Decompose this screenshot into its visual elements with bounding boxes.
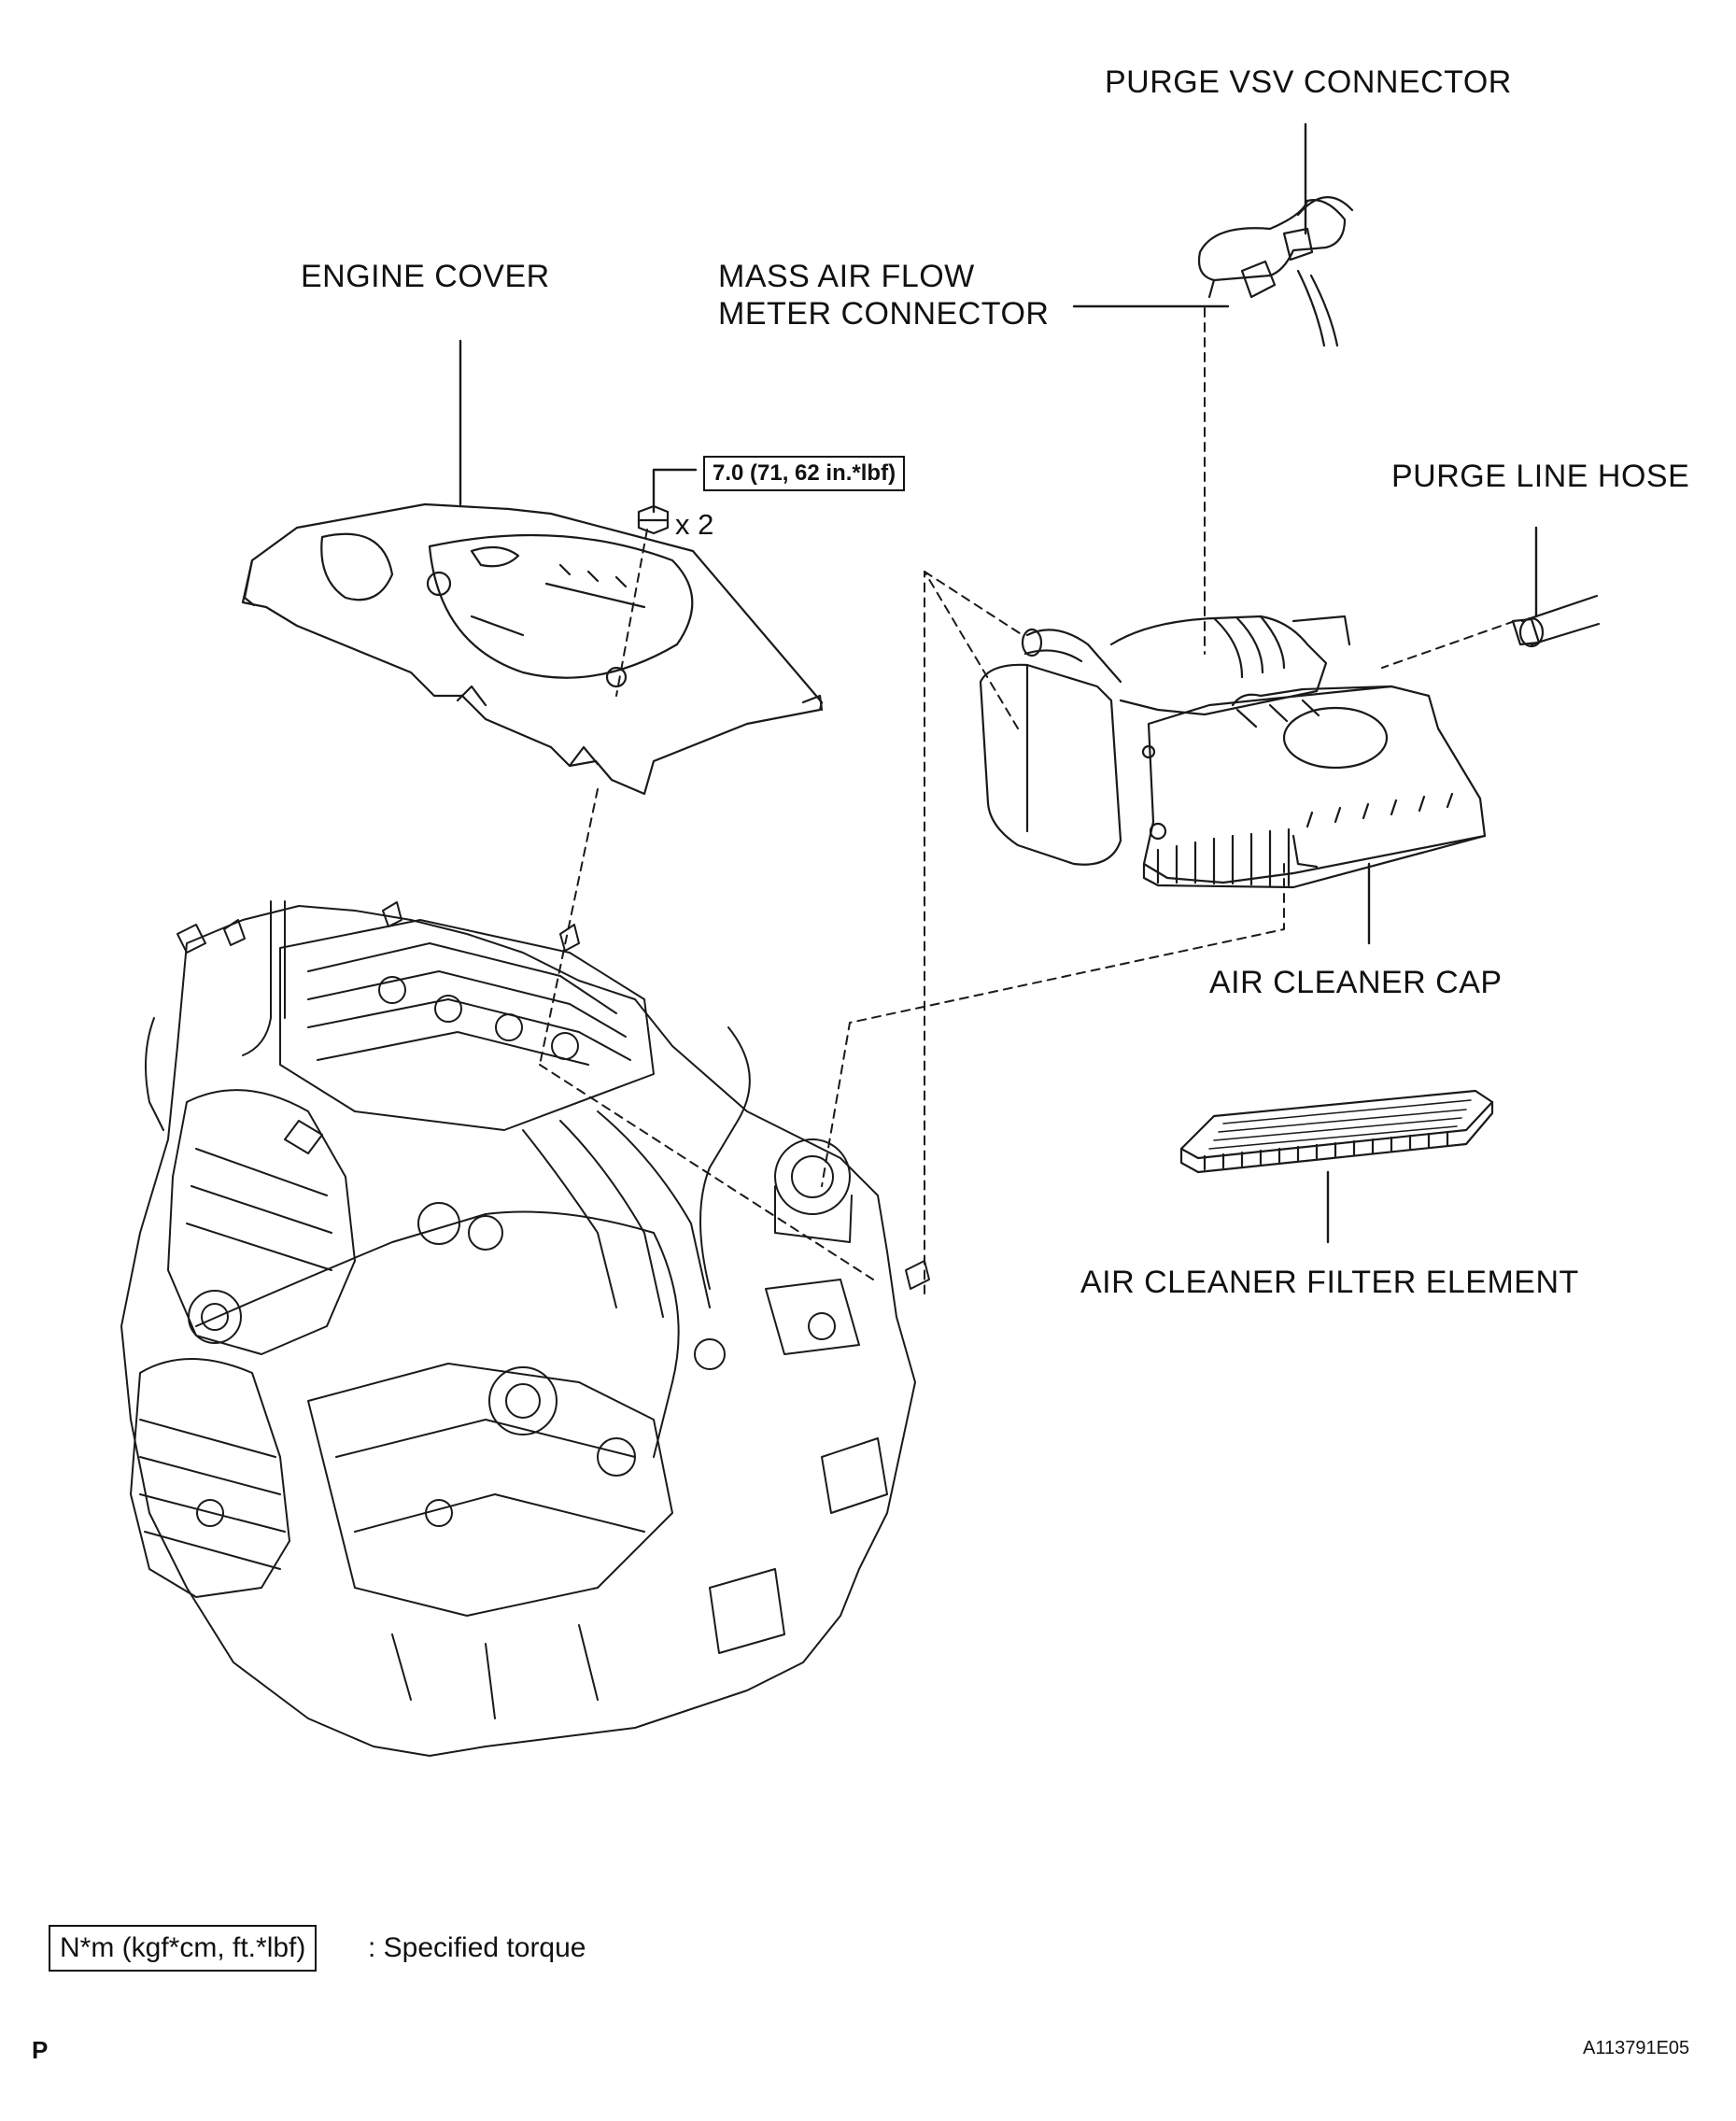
air-cleaner-cap-label: AIR CLEANER CAP xyxy=(1209,965,1503,1000)
purge-line-hose-label: PURGE LINE HOSE xyxy=(1391,459,1690,494)
air-cleaner-filter-element-drawing xyxy=(1179,1089,1494,1174)
nut-icon xyxy=(637,504,670,535)
leader-lines xyxy=(459,122,1538,1244)
air-cleaner-filter-element-label: AIR CLEANER FILTER ELEMENT xyxy=(1080,1265,1579,1300)
section-letter: P xyxy=(32,2036,49,2064)
torque-legend-text: : Specified torque xyxy=(368,1932,586,1963)
engine-drawing xyxy=(120,900,930,1757)
engine-cover-drawing xyxy=(241,502,824,796)
mass-air-flow-meter-connector-label-line2: METER CONNECTOR xyxy=(718,296,1050,332)
air-cleaner-assembly-drawing xyxy=(979,615,1487,889)
purge-vsv-connector-label: PURGE VSV CONNECTOR xyxy=(1105,64,1512,100)
figure-code: A113791E05 xyxy=(1583,2038,1690,2058)
purge-line-hose-drawing xyxy=(1511,594,1601,648)
torque-leader xyxy=(652,468,698,514)
fastener-quantity: x 2 xyxy=(675,508,714,541)
torque-legend-box: N*m (kgf*cm, ft.*lbf) xyxy=(49,1925,318,1972)
torque-spec-box: 7.0 (71, 62 in.*lbf) xyxy=(703,456,906,491)
dashed-alignment-lines xyxy=(539,307,1516,1294)
connector-harness-drawing xyxy=(1197,196,1354,347)
engine-cover-label: ENGINE COVER xyxy=(301,259,550,294)
mass-air-flow-meter-connector-label-line1: MASS AIR FLOW xyxy=(718,259,975,294)
